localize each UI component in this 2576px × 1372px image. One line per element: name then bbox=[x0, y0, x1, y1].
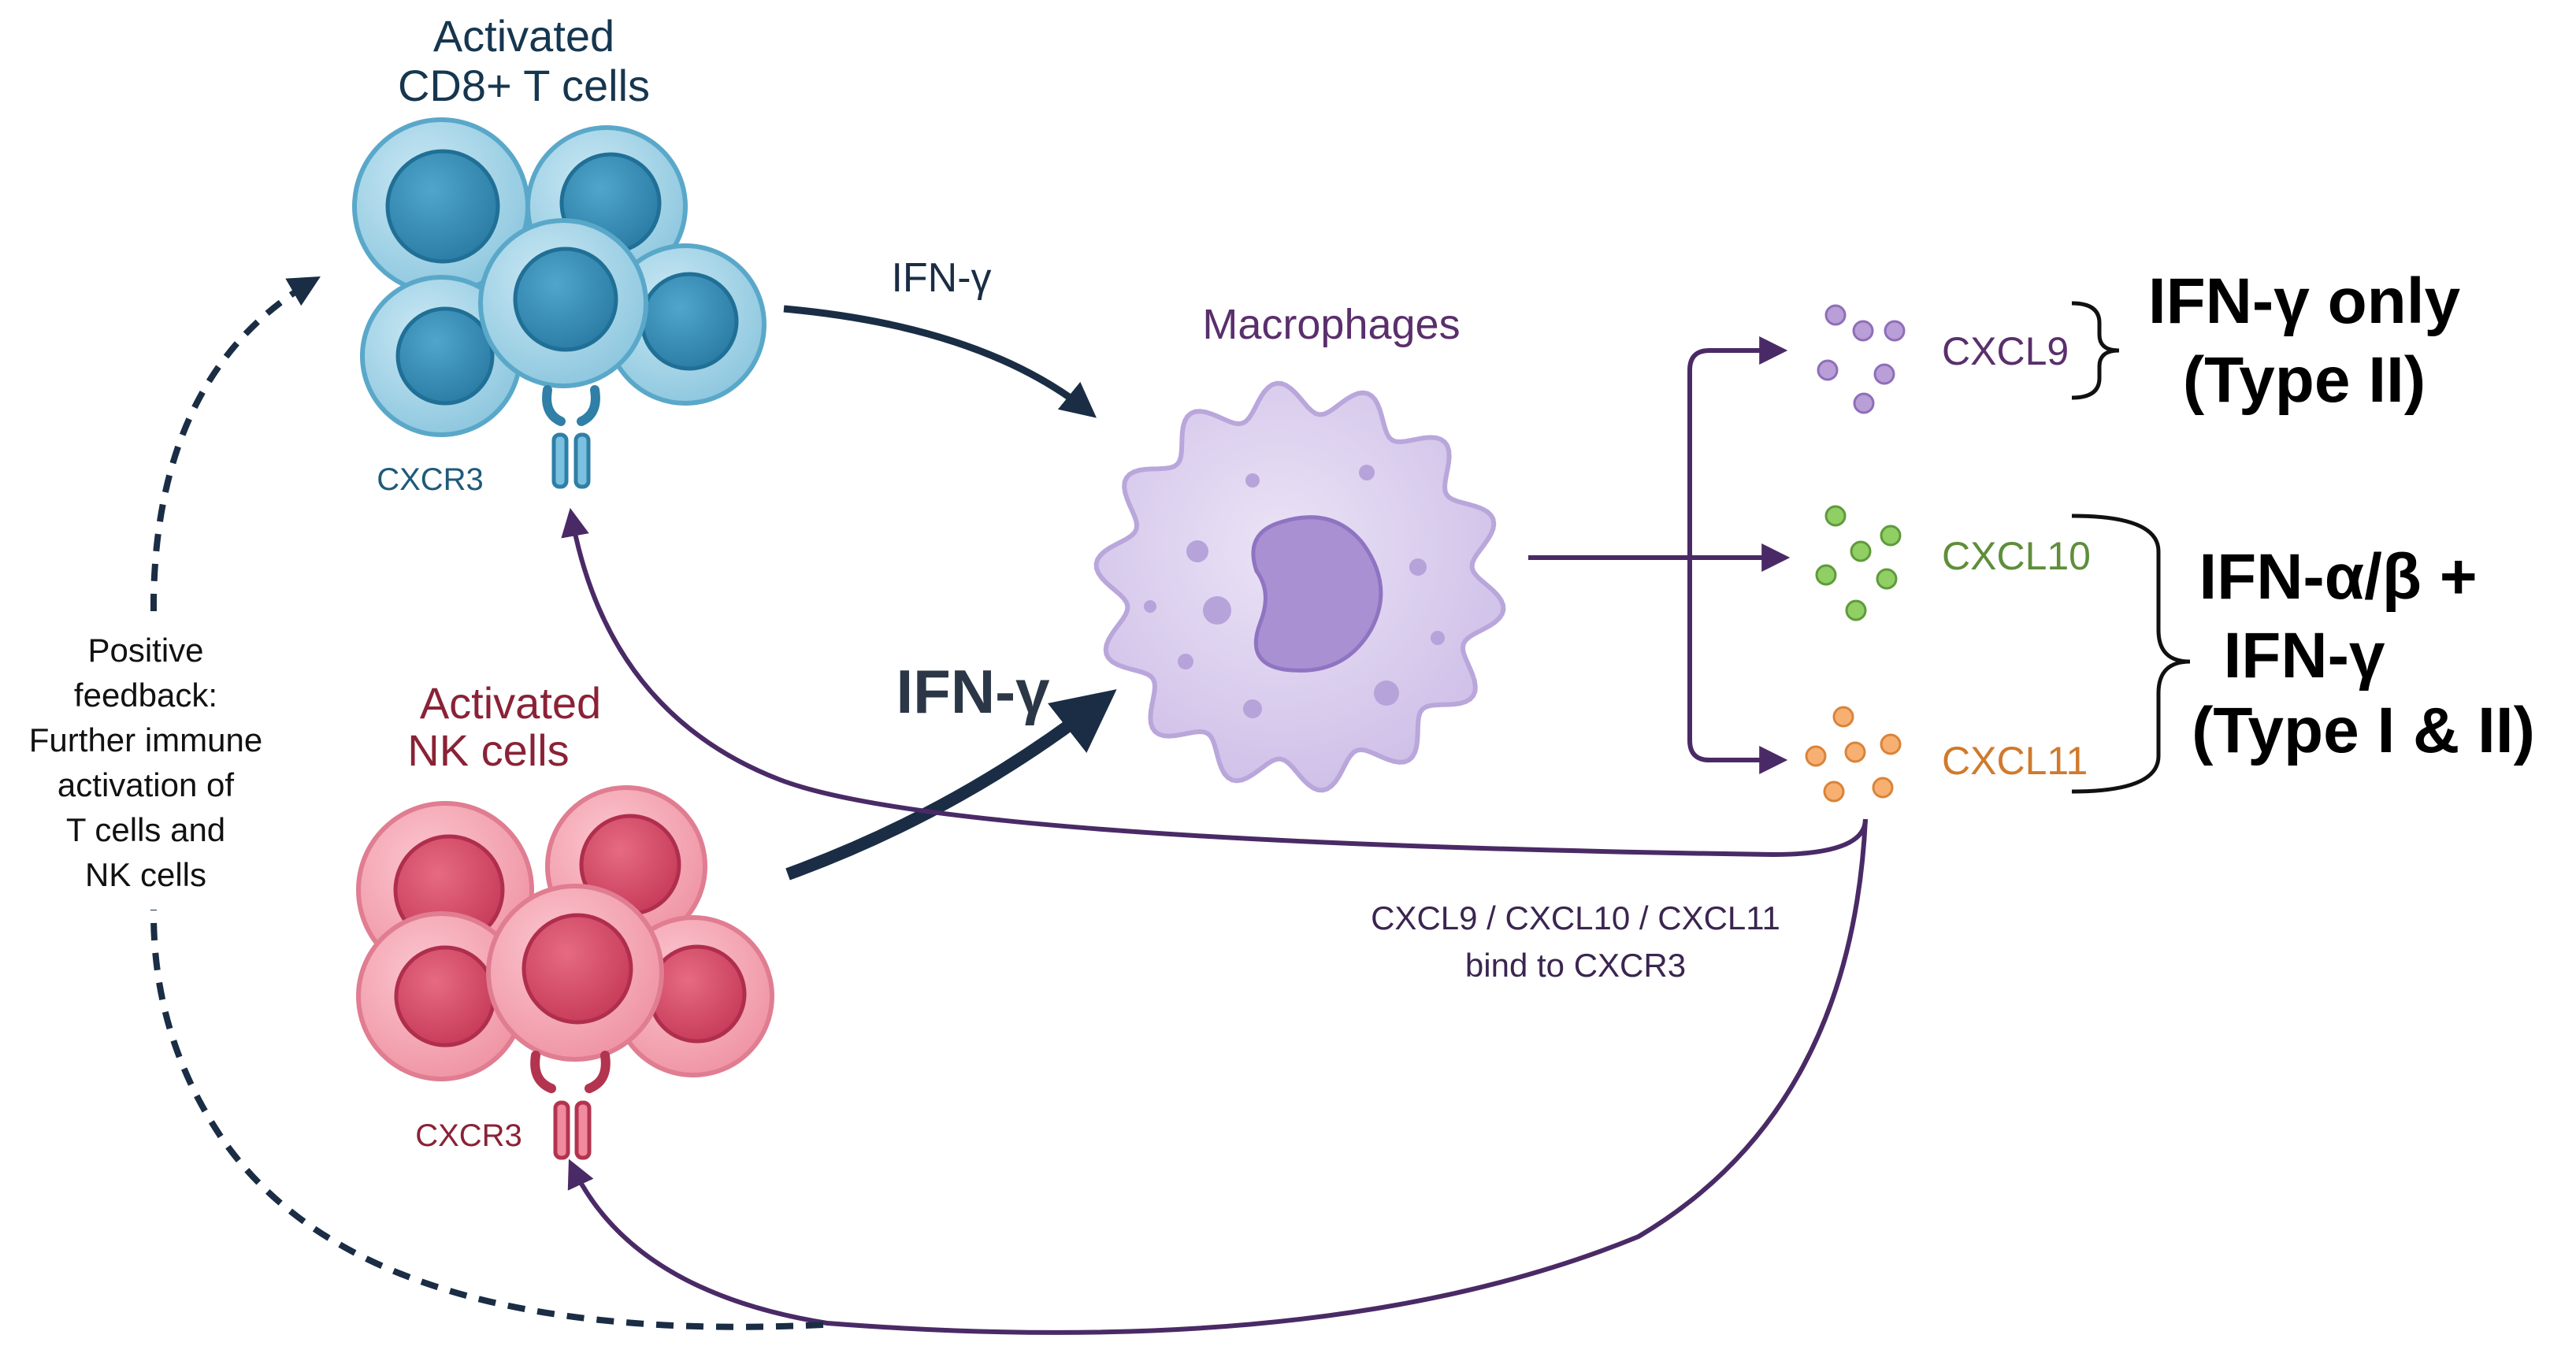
cxcl10-11-brace bbox=[2071, 514, 2191, 794]
macrophage-label: Macrophages bbox=[1202, 301, 1460, 348]
type2-label-line2: (Type II) bbox=[2183, 344, 2426, 416]
mac-to-cxcl11-branch bbox=[1687, 558, 1788, 774]
nkcell-label-line1: Activated bbox=[420, 678, 601, 728]
tcell-label-line2: CD8+ T cells bbox=[398, 61, 650, 110]
binding-label-line2: bind to CXCR3 bbox=[1465, 947, 1686, 984]
ifn-gamma-small-label: IFN-γ bbox=[891, 255, 991, 301]
tcell bbox=[352, 117, 530, 295]
tcell-cluster bbox=[352, 117, 766, 489]
cxcl11-dots bbox=[1805, 706, 1902, 803]
tcell bbox=[604, 243, 766, 406]
macrophage bbox=[1093, 380, 1506, 793]
nkcell bbox=[486, 884, 664, 1062]
cxcl9-dots bbox=[1817, 304, 1906, 414]
feedback-line5: T cells and bbox=[66, 811, 225, 848]
ifn-gamma-large-label: IFN-γ bbox=[896, 657, 1051, 726]
feedback-line4: activation of bbox=[58, 766, 234, 803]
tcell-label-line1: Activated bbox=[433, 11, 614, 61]
macrophage-nucleus bbox=[1251, 515, 1383, 673]
cxcl9-brace bbox=[2071, 301, 2120, 400]
type2-label-line1: IFN-γ only bbox=[2148, 265, 2461, 337]
feedback-line3: Further immune bbox=[29, 721, 262, 758]
tcell bbox=[478, 218, 648, 388]
tcell-receptor-label: CXCR3 bbox=[377, 462, 484, 497]
type12-label-line2: IFN-γ bbox=[2224, 620, 2385, 692]
ifn-arrow-tcells bbox=[783, 305, 1097, 418]
feedback-line1: Positive bbox=[87, 632, 203, 669]
feedback-label: Positive feedback: Further immune activa… bbox=[12, 618, 288, 910]
type12-label-line3: (Type I & II) bbox=[2192, 695, 2535, 766]
cxcl9-label: CXCL9 bbox=[1942, 329, 2069, 373]
cxcl10-dots bbox=[1815, 505, 1902, 621]
nkcell-label-line2: NK cells bbox=[407, 725, 569, 775]
tcell-cxcr3-receptor bbox=[542, 385, 600, 489]
nkcell-cluster bbox=[356, 785, 774, 1160]
chemokine-to-nkcell-cxcr3-arrow bbox=[567, 818, 1868, 1335]
nkcell-cxcr3-receptor bbox=[530, 1051, 611, 1160]
type12-label-line1: IFN-α/β + bbox=[2199, 541, 2477, 613]
binding-label-line1: CXCL9 / CXCL10 / CXCL11 bbox=[1371, 899, 1780, 936]
nkcell-receptor-label: CXCR3 bbox=[415, 1118, 522, 1153]
positive-feedback-dashed-arrow bbox=[150, 276, 824, 1330]
ifn-arrow-nkcells bbox=[785, 689, 1117, 881]
mac-to-cxcl9-branch bbox=[1687, 336, 1788, 558]
feedback-line2: feedback: bbox=[74, 677, 217, 714]
feedback-line6: NK cells bbox=[85, 856, 206, 893]
cxcl10-label: CXCL10 bbox=[1942, 534, 2091, 578]
cxcl11-label: CXCL11 bbox=[1942, 739, 2088, 783]
chemokine-to-tcell-cxcr3-arrow bbox=[561, 507, 1868, 858]
